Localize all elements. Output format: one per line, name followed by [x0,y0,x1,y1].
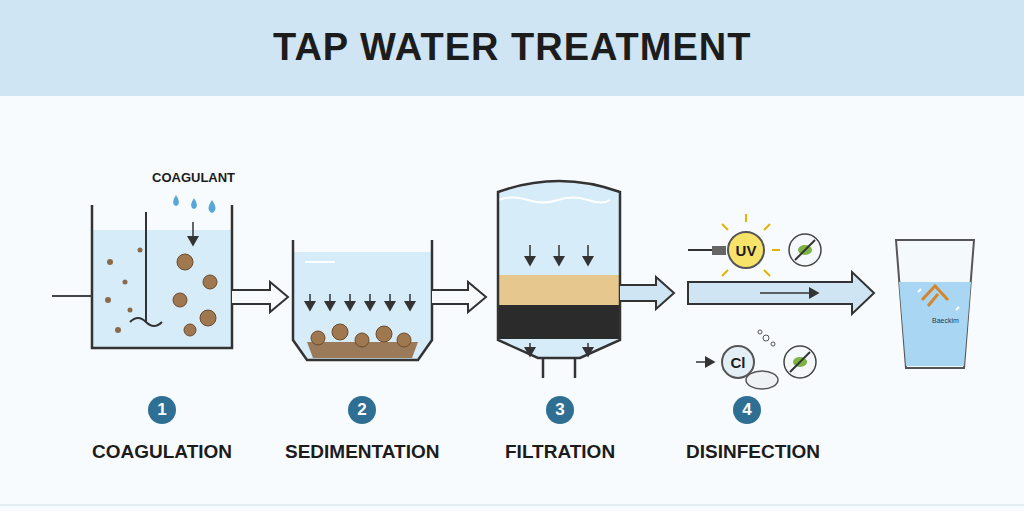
drinking-glass [896,240,974,368]
sedimentation-tank [293,240,432,360]
node-text: Cl [731,354,746,371]
node-text: 2 [357,400,366,420]
germ-icon [784,234,821,378]
stage-label: FILTRATION [505,441,615,463]
node-text: UV [736,242,757,259]
callout-number: 1 [148,396,176,424]
coagulation-tank [92,205,232,348]
stage-label: DISINFECTION [686,441,820,463]
callout-number: 3 [546,396,574,424]
node-text: 1 [157,400,166,420]
brand-watermark: Baeckim [932,317,959,324]
stage-label: COAGULATION [92,441,232,463]
node-text: 3 [555,400,564,420]
chlorine-symbol: Cl [721,345,755,379]
filter-vessel [498,181,620,358]
node-text: 4 [742,400,751,420]
title-band [0,0,1024,96]
callout-number: 4 [733,396,761,424]
input-label: COAGULANT [152,170,235,185]
uv-lamp: UV [727,231,765,269]
stage-label: SEDIMENTATION [285,441,439,463]
callout-number: 2 [348,396,376,424]
title: TAP WATER TREATMENT [273,26,752,69]
